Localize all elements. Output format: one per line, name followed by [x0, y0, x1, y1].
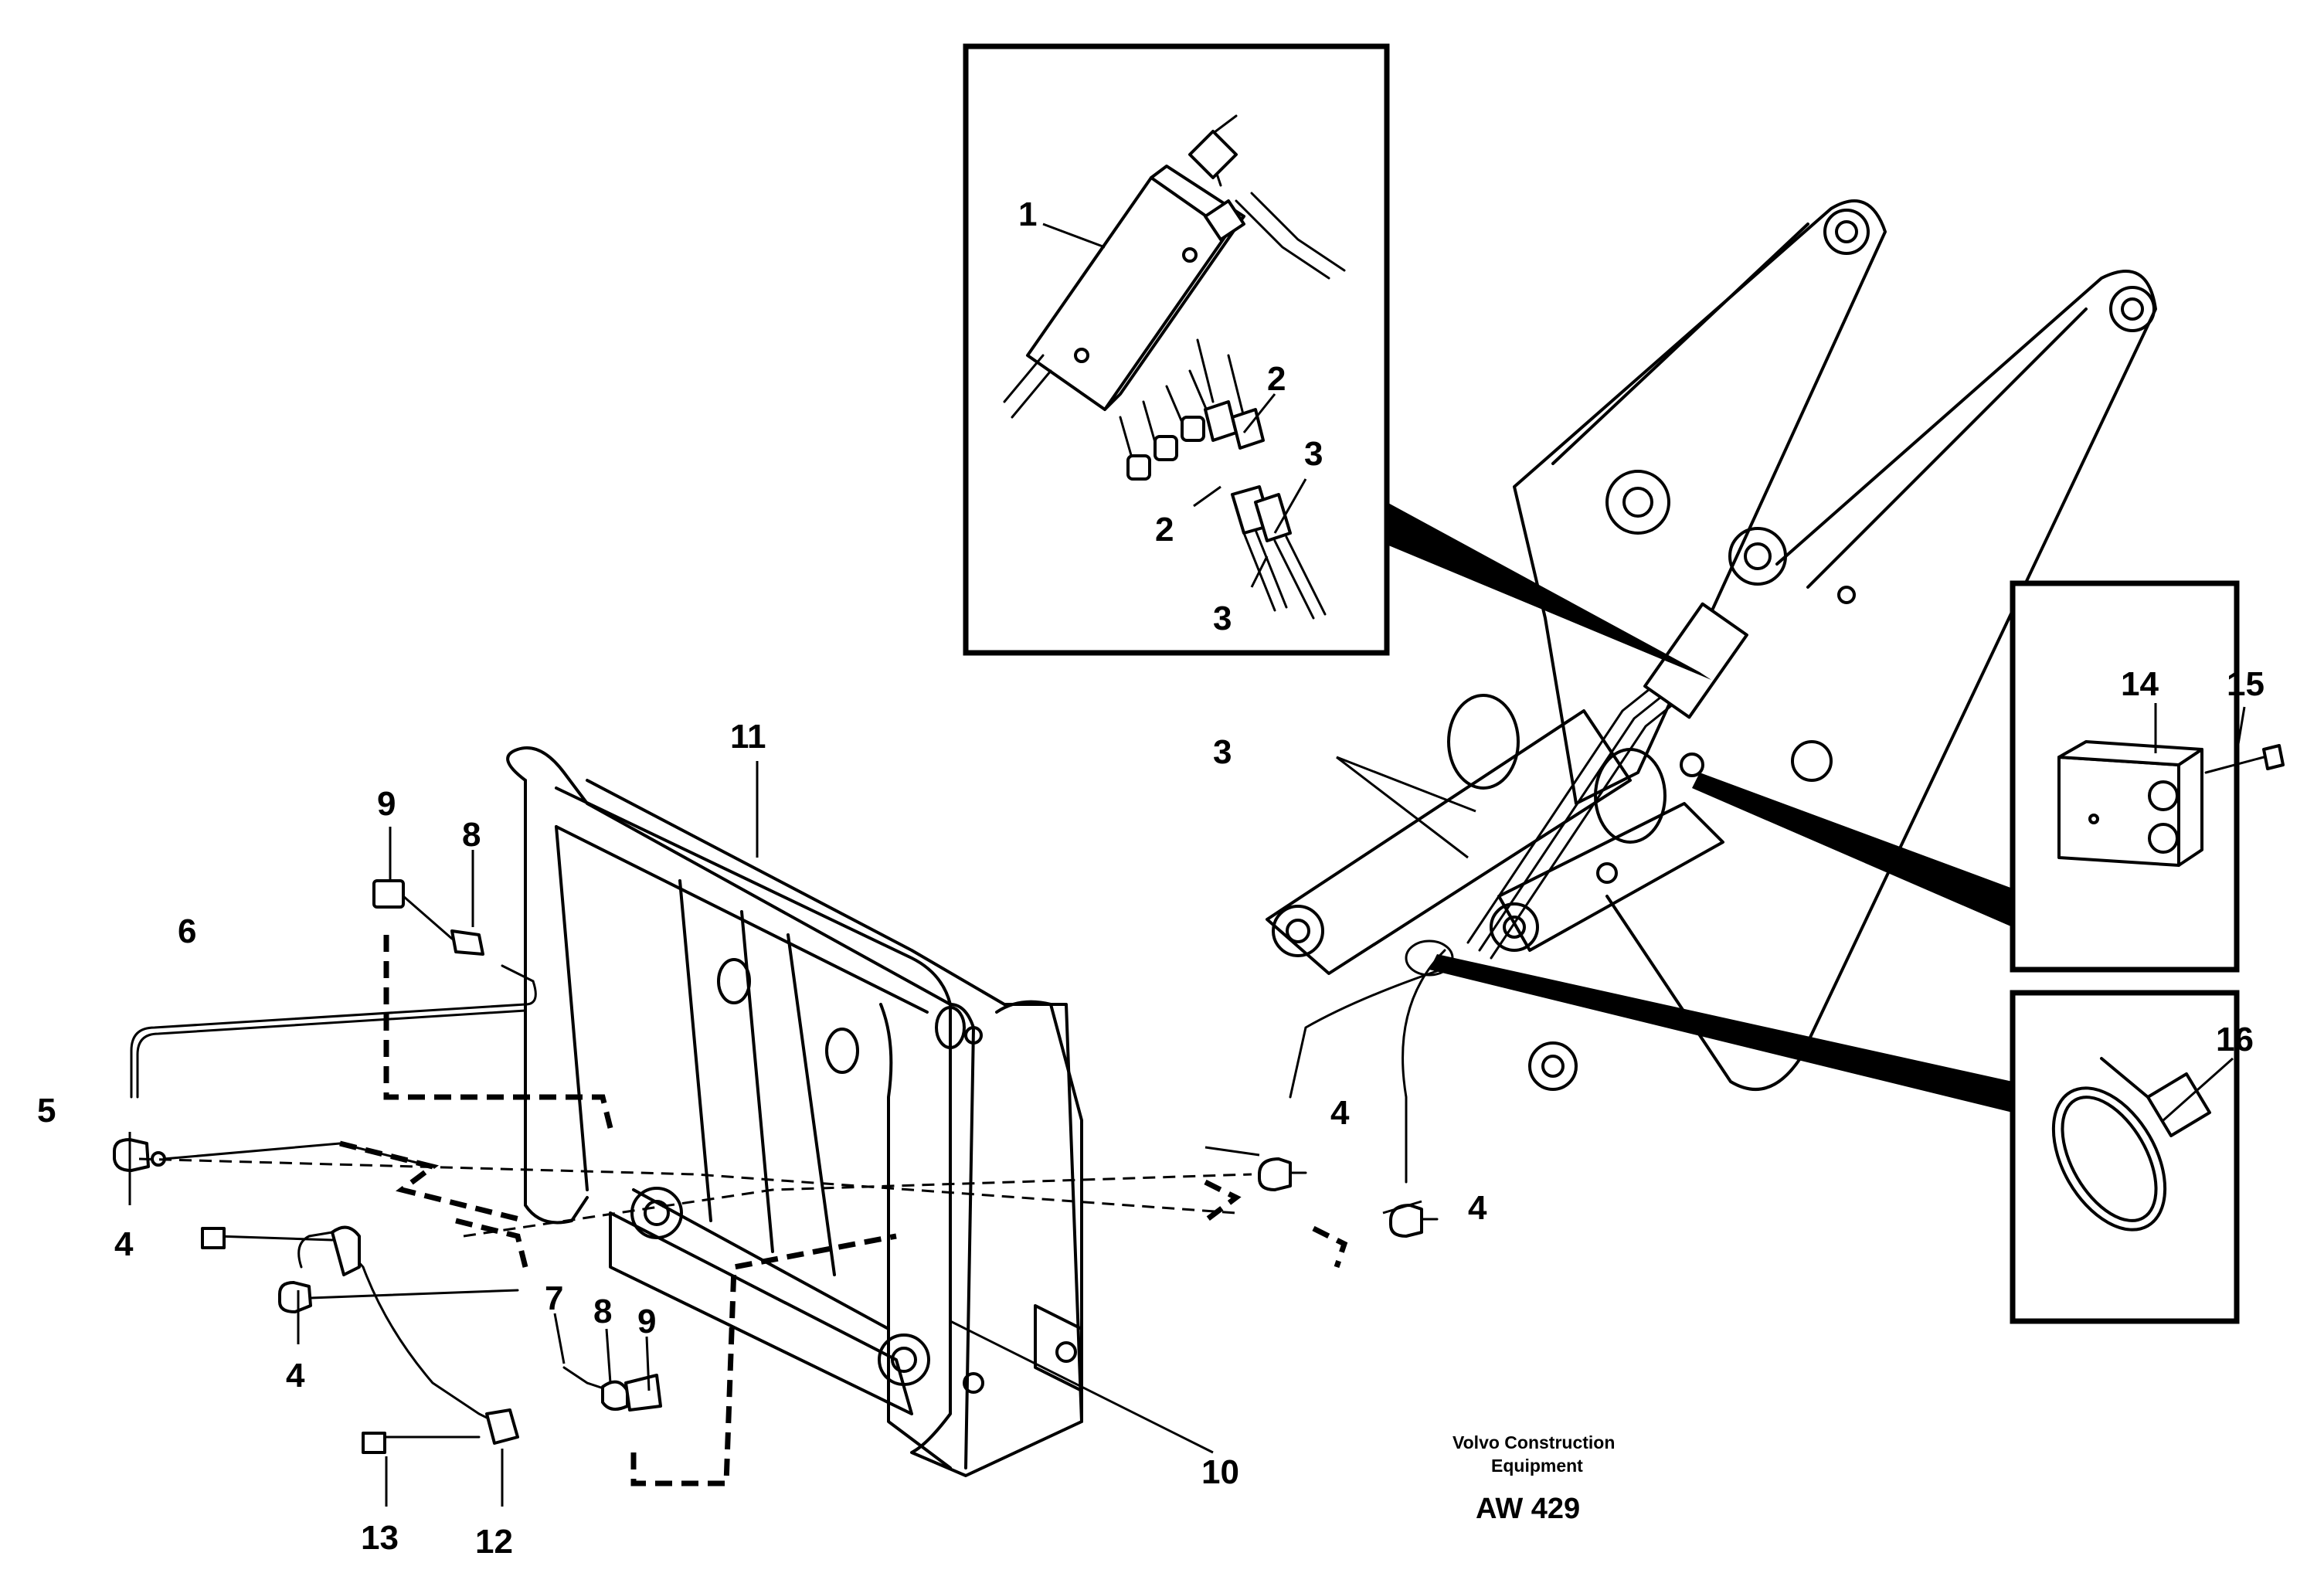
callout-14: 14: [2121, 665, 2159, 703]
callout-16: 16: [2216, 1021, 2254, 1058]
callout-8: 8: [462, 816, 481, 854]
callout-2: 2: [1267, 360, 1286, 398]
credit-block: Volvo Construction Equipment AW 429: [1452, 1432, 1615, 1525]
callout-4: 4: [286, 1357, 305, 1395]
callout-12: 12: [475, 1523, 513, 1561]
callout-2: 2: [1155, 511, 1174, 549]
callout-3: 3: [1213, 733, 1232, 771]
callout-5: 5: [37, 1092, 56, 1130]
fittings-right: [1258, 1157, 1439, 1238]
lift-arm-assembly: [1266, 199, 2157, 1184]
callout-15: 15: [2227, 665, 2265, 703]
callout-3: 3: [1304, 435, 1323, 473]
inset-distribution-block: [963, 43, 1711, 680]
callout-7: 7: [545, 1279, 563, 1317]
credit-company: Volvo Construction: [1452, 1432, 1615, 1452]
grease-lines-left: [113, 879, 662, 1454]
callout-1: 1: [1018, 195, 1037, 233]
callout-8: 8: [593, 1293, 612, 1330]
callout-3: 3: [1213, 600, 1232, 637]
callout-labels: 1 2 2 3 3 3 11 9 8 6 5 4 4 4 4 7 8 9 10 …: [37, 195, 2265, 1561]
callout-9: 9: [637, 1303, 656, 1340]
leader-lines: [128, 756, 1476, 1507]
callout-9: 9: [377, 785, 396, 823]
attachment-bracket: [506, 746, 1083, 1477]
callout-4: 4: [114, 1225, 134, 1263]
credit-subtitle: Equipment: [1491, 1456, 1583, 1476]
hidden-hose-paths: [138, 935, 1348, 1486]
callout-6: 6: [178, 912, 196, 950]
callout-11: 11: [730, 718, 766, 756]
inset-block-14-15: [1692, 580, 2285, 973]
callout-10: 10: [1201, 1453, 1239, 1491]
callout-4: 4: [1468, 1189, 1487, 1227]
drawing-code: AW 429: [1476, 1493, 1580, 1525]
inset-cable-tie: [1429, 954, 2240, 1324]
callout-13: 13: [361, 1519, 399, 1557]
callout-4: 4: [1330, 1094, 1350, 1132]
